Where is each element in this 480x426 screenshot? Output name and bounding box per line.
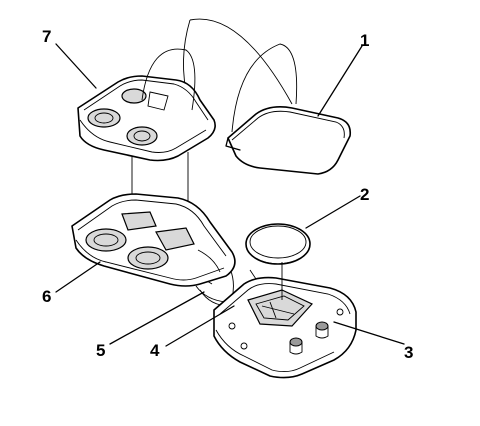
emblem-label-part-1 [183, 18, 352, 175]
coin-battery-part-2 [245, 223, 311, 265]
leader-lines [55, 43, 405, 347]
callout-4: 4 [150, 341, 160, 360]
callout-7: 7 [42, 27, 51, 46]
lower-housing-part-6 [71, 193, 236, 287]
leader-7 [55, 43, 97, 89]
leader-5 [109, 291, 205, 345]
upper-keypad-frame-part-7 [77, 48, 216, 162]
callout-1: 1 [360, 31, 369, 50]
rear-housing-part-3 [213, 262, 357, 379]
callout-labels: 1 2 3 4 5 6 7 [42, 27, 413, 362]
callout-5: 5 [96, 341, 105, 360]
leader-1 [317, 45, 363, 117]
leader-4 [165, 305, 235, 347]
leader-3 [333, 321, 405, 345]
leader-2 [305, 195, 361, 229]
callout-2: 2 [360, 185, 369, 204]
callout-3: 3 [404, 343, 413, 362]
callout-6: 6 [42, 287, 51, 306]
leader-6 [55, 261, 101, 293]
